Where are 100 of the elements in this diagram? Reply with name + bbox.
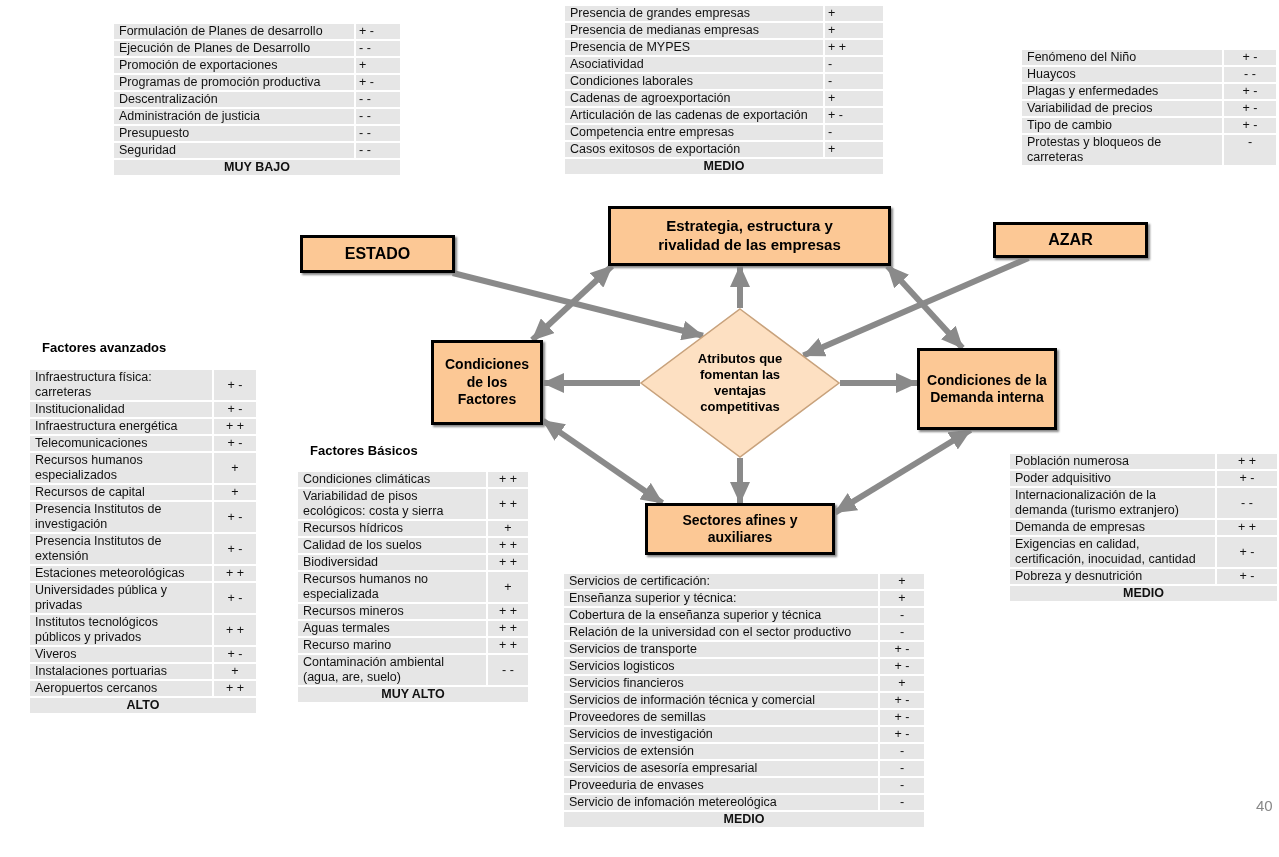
rating-cell: - [825, 57, 883, 72]
factor-cell: Recursos humanos no especializada [298, 572, 486, 602]
factor-cell: Condiciones laborales [565, 74, 823, 89]
factor-cell: Recurso marino [298, 638, 486, 653]
rating-cell: + [214, 485, 256, 500]
factor-cell: Presencia de grandes empresas [565, 6, 823, 21]
factor-cell: Articulación de las cadenas de exportación [565, 108, 823, 123]
factor-cell: Aeropuertos cercanos [30, 681, 212, 696]
factor-cell: Servicios de investigación [564, 727, 878, 742]
rating-cell: + - [214, 647, 256, 662]
rating-cell: + [825, 23, 883, 38]
factor-cell: Servicios de asesoría empresarial [564, 761, 878, 776]
factor-cell: Presencia Institutos de investigación [30, 502, 212, 532]
factor-cell: Variabilidad de pisos ecológicos: costa y sierra [298, 489, 486, 519]
arrow [802, 255, 1030, 359]
rating-cell: + - [825, 108, 883, 123]
factor-cell: Poder adquisitivo [1010, 471, 1215, 486]
level-cell: MEDIO [1010, 586, 1277, 601]
rating-cell: + + [488, 621, 528, 636]
factor-cell: Administración de justicia [114, 109, 354, 124]
rating-cell: + - [880, 693, 924, 708]
arrow [730, 265, 750, 308]
rating-cell: - - [488, 655, 528, 685]
rating-cell: + - [1217, 471, 1277, 486]
rating-cell: + + [1217, 454, 1277, 469]
factor-cell: Servicios de información técnica y comercial [564, 693, 878, 708]
level-cell: MUY ALTO [298, 687, 528, 702]
factor-cell: Estaciones meteorológicas [30, 566, 212, 581]
factor-cell: Huaycos [1022, 67, 1222, 82]
section-heading: Factores Básicos [310, 443, 418, 458]
rating-cell: - [880, 744, 924, 759]
factor-cell: Infraestructura energética [30, 419, 212, 434]
factor-cell: Recursos hídricos [298, 521, 486, 536]
factor-cell: Competencia entre empresas [565, 125, 823, 140]
factor-cell: Institutos tecnológicos públicos y privados [30, 615, 212, 645]
rating-cell: + [825, 91, 883, 106]
factor-cell: Presencia de medianas empresas [565, 23, 823, 38]
factor-cell: Promoción de exportaciones [114, 58, 354, 73]
rating-cell: + [825, 142, 883, 157]
factor-cell: Telecomunicaciones [30, 436, 212, 451]
rating-cell: + - [880, 659, 924, 674]
arrow [452, 270, 704, 341]
rating-cell: + + [488, 538, 528, 553]
rating-cell: + - [356, 75, 400, 90]
level-cell: MEDIO [564, 812, 924, 827]
rating-cell: + - [1217, 569, 1277, 584]
factor-cell: Demanda de empresas [1010, 520, 1215, 535]
factor-cell: Condiciones climáticas [298, 472, 486, 487]
factor-cell: Servicio de infomación metereológica [564, 795, 878, 810]
rating-cell: - - [1224, 67, 1276, 82]
rating-cell: + - [880, 710, 924, 725]
factor-cell: Asociatividad [565, 57, 823, 72]
factor-box: Condiciones de los Factores [431, 340, 543, 425]
factor-cell: Cobertura de la enseñanza superior y técnica [564, 608, 878, 623]
decision-diamond: Atributos que fomentan las ventajas competitivas [640, 308, 840, 458]
rating-cell: - - [356, 109, 400, 124]
rating-cell: - [880, 625, 924, 640]
rating-cell: + - [1224, 50, 1276, 65]
rating-cell: + - [214, 370, 256, 400]
rating-cell: + - [1224, 101, 1276, 116]
rating-cell: - [1224, 135, 1276, 165]
rating-cell: + [214, 664, 256, 679]
rating-cell: + - [214, 436, 256, 451]
rating-cell: - [880, 795, 924, 810]
rating-cell: - - [356, 92, 400, 107]
rating-cell: + + [214, 615, 256, 645]
factor-cell: Recursos humanos especializados [30, 453, 212, 483]
rating-cell: + - [1224, 118, 1276, 133]
rating-cell: + [880, 591, 924, 606]
factor-cell: Servicios de extensión [564, 744, 878, 759]
rating-cell: - [880, 608, 924, 623]
level-cell: MUY BAJO [114, 160, 400, 175]
factor-box: Condiciones de la Demanda interna [917, 348, 1057, 430]
factor-cell: Presencia de MYPES [565, 40, 823, 55]
rating-cell: + - [214, 534, 256, 564]
rating-cell: + [880, 676, 924, 691]
level-cell: MEDIO [565, 159, 883, 174]
arrow [542, 373, 640, 393]
rating-cell: + + [488, 555, 528, 570]
section-heading: Factores avanzados [42, 340, 167, 355]
arrow [840, 373, 918, 393]
factor-box: Sectores afines y auxiliares [645, 503, 835, 555]
rating-cell: + - [880, 642, 924, 657]
factor-cell: Servicios financieros [564, 676, 878, 691]
rating-cell: + + [1217, 520, 1277, 535]
factor-cell: Aguas termales [298, 621, 486, 636]
rating-cell: - - [1217, 488, 1277, 518]
factor-cell: Tipo de cambio [1022, 118, 1222, 133]
factor-cell: Instalaciones portuarias [30, 664, 212, 679]
rating-cell: - - [356, 126, 400, 141]
factor-cell: Fenómeno del Niño [1022, 50, 1222, 65]
factor-cell: Protestas y bloqueos de carreteras [1022, 135, 1222, 165]
rating-cell: + + [488, 638, 528, 653]
rating-cell: + + [214, 566, 256, 581]
rating-cell: + [214, 453, 256, 483]
rating-cell: + - [1217, 537, 1277, 567]
factor-cell: Calidad de los suelos [298, 538, 486, 553]
rating-cell: + + [214, 681, 256, 696]
factor-cell: Servicios de certificación: [564, 574, 878, 589]
factor-cell: Casos exitosos de exportación [565, 142, 823, 157]
